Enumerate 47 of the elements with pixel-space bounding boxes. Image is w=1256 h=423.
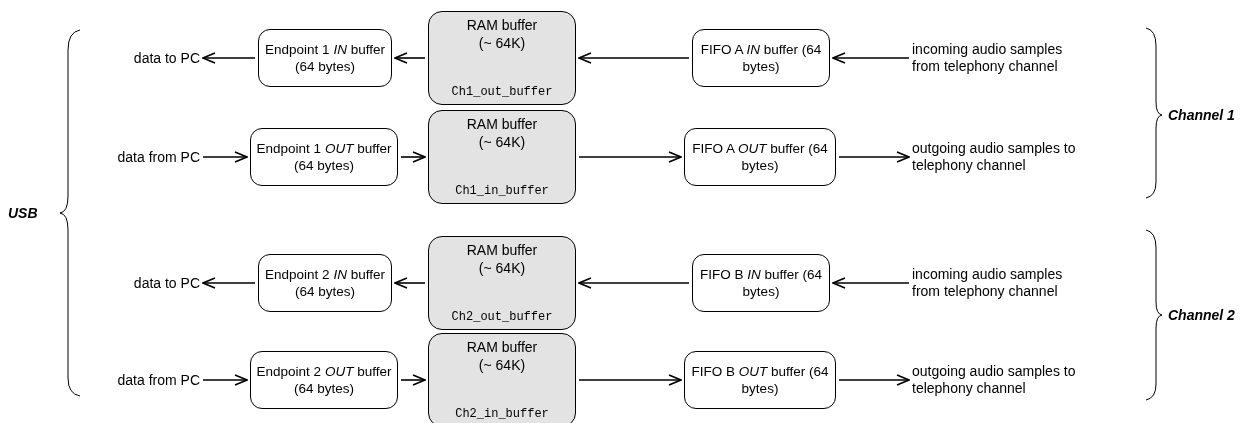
buffer-title: RAM buffer (~ 64K) xyxy=(465,115,539,151)
text-label: outgoing audio samples to telephony channel xyxy=(912,363,1080,397)
arrow xyxy=(578,277,690,289)
arrow xyxy=(578,151,682,163)
arrow xyxy=(202,151,248,163)
ram-buffer-box xyxy=(428,236,576,330)
ram-buffer-box xyxy=(428,11,576,105)
text-label: data to PC xyxy=(133,49,200,67)
ram-buffer-box xyxy=(428,110,576,204)
text-label: data from PC xyxy=(117,148,200,166)
arrow xyxy=(400,374,426,386)
arrow xyxy=(394,277,426,289)
buffer-box: Endpoint 1 OUT buffer (64 bytes) xyxy=(250,128,398,186)
buffer-title: RAM buffer (~ 64K) xyxy=(465,338,539,374)
arrow xyxy=(202,374,248,386)
buffer-title: RAM buffer (~ 64K) xyxy=(465,16,539,52)
arrow xyxy=(832,52,910,64)
buffer-variable-name: Ch1_in_buffer xyxy=(455,184,549,199)
buffer-box: FIFO B OUT buffer (64 bytes) xyxy=(684,351,836,409)
group-label: Channel 2 xyxy=(1168,306,1235,324)
arrow xyxy=(832,277,910,289)
arrow xyxy=(838,151,910,163)
buffer-box: Endpoint 1 IN buffer (64 bytes) xyxy=(258,29,392,87)
arrow xyxy=(578,374,682,386)
buffer-variable-name: Ch2_in_buffer xyxy=(455,407,549,422)
buffer-variable-name: Ch2_out_buffer xyxy=(451,310,553,325)
buffer-box: FIFO A OUT buffer (64 bytes) xyxy=(684,128,836,186)
arrow xyxy=(400,151,426,163)
buffer-box: Endpoint 2 OUT buffer (64 bytes) xyxy=(250,351,398,409)
group-label: Channel 1 xyxy=(1168,106,1235,124)
buffer-box: FIFO B IN buffer (64 bytes) xyxy=(692,254,830,312)
arrow xyxy=(202,52,256,64)
arrow xyxy=(838,374,910,386)
buffer-box: FIFO A IN buffer (64 bytes) xyxy=(692,29,830,87)
text-label: incoming audio samples from telephony channel xyxy=(912,266,1080,300)
text-label: data from PC xyxy=(117,371,200,389)
buffer-title: RAM buffer (~ 64K) xyxy=(465,241,539,277)
group-label: USB xyxy=(8,204,38,222)
arrow xyxy=(394,52,426,64)
text-label: outgoing audio samples to telephony channel xyxy=(912,140,1080,174)
text-label: data to PC xyxy=(133,274,200,292)
arrow xyxy=(202,277,256,289)
ram-buffer-box xyxy=(428,333,576,423)
buffer-box: Endpoint 2 IN buffer (64 bytes) xyxy=(258,254,392,312)
text-label: incoming audio samples from telephony channel xyxy=(912,41,1080,75)
buffer-variable-name: Ch1_out_buffer xyxy=(451,85,553,100)
arrow xyxy=(578,52,690,64)
